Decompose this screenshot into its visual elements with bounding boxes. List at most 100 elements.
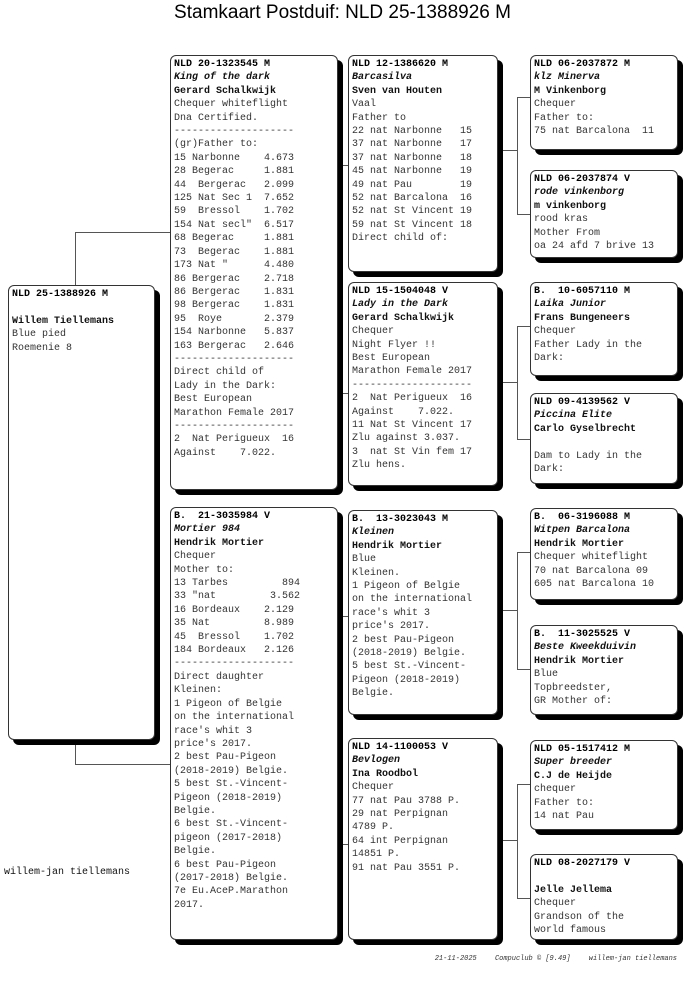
- breeder-name: Gerard Schalkwijk: [352, 312, 455, 324]
- info-line: price's 2017.: [174, 738, 253, 750]
- info-line: 35 Nat 8.989: [174, 618, 295, 630]
- info-line: race's whit 3: [174, 725, 253, 737]
- breeder-signature: willem-jan tiellemans: [4, 867, 131, 878]
- info-line: 37 nat Narbonne 18: [352, 152, 473, 164]
- info-line: 154 Narbonne 5.837: [174, 327, 295, 339]
- pigeon-name: Beste Kweekduivin: [534, 642, 637, 654]
- info-line: 77 nat Pau 3788 P.: [352, 795, 461, 807]
- pigeon-name: klz Minerva: [534, 72, 601, 84]
- info-line: 44 Bergerac 2.099: [174, 179, 295, 191]
- info-line: 2 best Pau-Pigeon: [174, 752, 277, 764]
- connector: [338, 165, 348, 166]
- info-line: 16 Bordeaux 2.129: [174, 604, 295, 616]
- info-line: 59 Bressol 1.702: [174, 206, 295, 218]
- info-line: 1 Pigeon of Belgie: [174, 698, 283, 710]
- info-line: 2 Nat Perigueux 16: [174, 434, 295, 446]
- info-line: 605 nat Barcalona 10: [534, 579, 655, 591]
- breeder-name: m vinkenborg: [534, 200, 607, 212]
- info-line: 29 nat Perpignan: [352, 809, 449, 821]
- info-line: chequer: [534, 784, 577, 796]
- breeder-name: Hendrik Mortier: [534, 538, 625, 550]
- breeder-name: Hendrik Mortier: [174, 537, 265, 549]
- info-line: Blue: [534, 669, 559, 681]
- info-line: Belgie.: [174, 805, 217, 817]
- info-line: Father to:: [534, 797, 595, 809]
- info-line: Pigeon (2018-2019): [174, 792, 283, 804]
- ring-number: NLD 09-4139562 V: [534, 397, 631, 408]
- info-line: price's 2017.: [352, 621, 431, 633]
- connector: [517, 552, 518, 669]
- ring-number: B. 11-3025525 V: [534, 629, 631, 640]
- info-line: Roemenie 8: [12, 342, 73, 354]
- info-line: Dark:: [534, 464, 565, 476]
- info-line: Against 7.022.: [174, 447, 277, 459]
- pigeon-name: Bevlogen: [352, 755, 401, 767]
- connector: [517, 97, 530, 98]
- info-line: Chequer: [352, 782, 395, 794]
- info-line: --------------------: [174, 126, 295, 138]
- info-line: 5 best St.-Vincent-: [352, 661, 467, 673]
- info-line: world famous: [534, 925, 607, 937]
- info-line: Grandson of the: [534, 911, 625, 923]
- info-line: 13 Tarbes 894: [174, 578, 301, 590]
- info-line: 86 Bergerac 1.831: [174, 286, 295, 298]
- info-line: 1 Pigeon of Belgie: [352, 581, 461, 593]
- connector: [75, 232, 76, 285]
- info-line: Kleinen.: [352, 567, 401, 579]
- connector: [338, 616, 339, 844]
- info-line: Pigeon (2018-2019): [352, 674, 461, 686]
- info-line: Direct daughter: [174, 671, 265, 683]
- footer-date: 21-11-2025: [434, 955, 477, 963]
- info-line: 15 Narbonne 4.673: [174, 152, 295, 164]
- breeder-name: Jelle Jellema: [534, 884, 613, 896]
- info-line: Vaal: [352, 99, 377, 111]
- info-line: Chequer: [534, 326, 577, 338]
- info-line: 163 Bergerac 2.646: [174, 340, 295, 352]
- info-line: Direct child of:: [352, 233, 449, 245]
- ring-number: B. 21-3035984 V: [174, 511, 271, 522]
- info-line: Father Lady in the: [534, 339, 643, 351]
- connector: [517, 214, 530, 215]
- info-line: Chequer whiteflight: [534, 552, 649, 564]
- info-line: --------------------: [174, 353, 295, 365]
- info-line: Night Flyer !!: [352, 339, 437, 351]
- connector: [338, 844, 348, 845]
- page-title: Stamkaart Postduif: NLD 25-1388926 M: [174, 2, 511, 23]
- info-line: 37 nat Narbonne 17: [352, 139, 473, 151]
- connector: [338, 616, 348, 617]
- info-line: --------------------: [352, 379, 473, 391]
- breeder-name: Ina Roodbol: [352, 768, 419, 780]
- connector: [517, 326, 530, 327]
- info-line: 2 Nat Perigueux 16: [352, 393, 473, 405]
- info-line: 28 Begerac 1.881: [174, 166, 295, 178]
- info-line: Father to: [352, 112, 407, 124]
- info-line: Blue: [352, 554, 377, 566]
- pigeon-name: Piccina Elite: [534, 410, 613, 422]
- info-line: 6 best Pau-Pigeon: [174, 859, 277, 871]
- info-line: Marathon Female 2017: [174, 407, 295, 419]
- info-line: 49 nat Pau 19: [352, 179, 473, 191]
- info-line: 91 nat Pau 3551 P.: [352, 862, 461, 874]
- info-line: 173 Nat " 4.480: [174, 260, 295, 272]
- info-line: 45 Bressol 1.702: [174, 631, 295, 643]
- info-line: 45 nat Narbonne 19: [352, 166, 473, 178]
- info-line: Best European: [352, 353, 431, 365]
- info-line: 184 Bordeaux 2.126: [174, 645, 295, 657]
- info-line: Zlu hens.: [352, 460, 407, 472]
- pigeon-name: Mortier 984: [174, 524, 241, 536]
